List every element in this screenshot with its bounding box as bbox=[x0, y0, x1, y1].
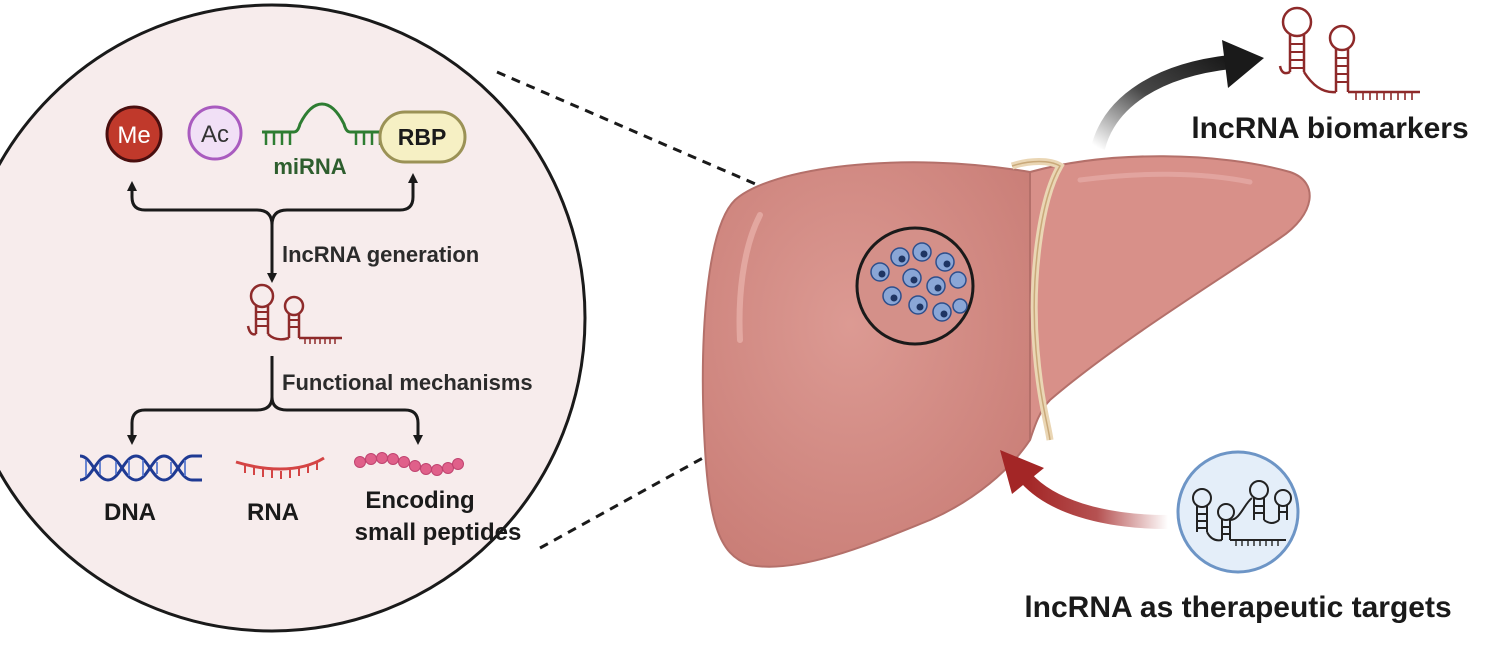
functional-mechanisms-label: Functional mechanisms bbox=[282, 370, 533, 395]
mechanism-panel: Me Ac miRNA RBP bbox=[0, 3, 587, 633]
rna-icon bbox=[235, 456, 325, 479]
lncrna-generation-label: lncRNA generation bbox=[282, 242, 479, 267]
zoom-lines bbox=[496, 70, 921, 550]
lower-branch-arrows bbox=[127, 356, 423, 445]
svg-text:RBP: RBP bbox=[398, 124, 447, 150]
therapeutic-target-icon bbox=[1176, 450, 1300, 574]
biomarkers-label: lncRNA biomarkers bbox=[1191, 112, 1468, 145]
peptide-icon bbox=[354, 452, 464, 476]
lncrna-structure-icon bbox=[1278, 6, 1420, 100]
therapeutic-arrow bbox=[1000, 450, 1169, 529]
mirna-icon bbox=[262, 102, 386, 145]
therapeutic-label: lncRNA as therapeutic targets bbox=[1024, 591, 1451, 624]
lncrna-icon bbox=[246, 283, 342, 344]
rbp-icon: RBP bbox=[378, 110, 467, 164]
methylation-icon: Me bbox=[105, 105, 163, 163]
dna-label: DNA bbox=[104, 499, 156, 526]
dna-icon bbox=[79, 454, 202, 482]
acetylation-icon: Ac bbox=[187, 105, 243, 161]
rna-label: RNA bbox=[247, 499, 299, 526]
upper-branch-arrows bbox=[127, 173, 418, 283]
peptides-label-line1: Encoding bbox=[365, 487, 474, 514]
liver-right-lobe bbox=[701, 161, 1031, 568]
mirna-label: miRNA bbox=[273, 154, 346, 179]
hepatocyte-cluster bbox=[855, 226, 975, 346]
svg-text:Me: Me bbox=[117, 122, 150, 149]
biomarker-arrow bbox=[1091, 40, 1264, 150]
liver-illustration bbox=[701, 155, 1311, 568]
svg-text:Ac: Ac bbox=[201, 121, 229, 148]
peptides-label-line2: small peptides bbox=[355, 519, 522, 546]
liver-left-lobe bbox=[1029, 155, 1311, 441]
